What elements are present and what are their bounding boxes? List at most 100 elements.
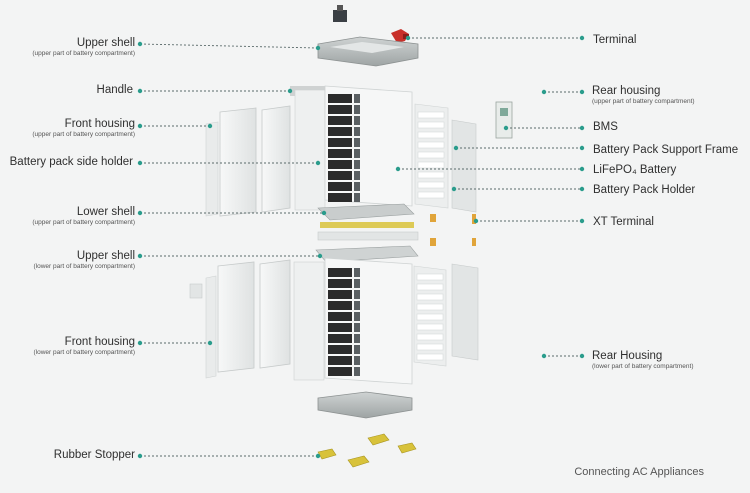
holder-slot — [417, 171, 445, 179]
battery-cell — [328, 312, 352, 321]
holder-slot — [416, 283, 444, 291]
battery-cell-tab — [354, 323, 360, 332]
battery-cell-tab — [354, 367, 360, 376]
label-front-housing-top: Front housing (upper part of battery com… — [32, 118, 135, 138]
leader-dot — [287, 88, 293, 94]
leader-dot — [395, 166, 401, 172]
battery-cell-tab — [354, 356, 360, 365]
battery-cell-tab — [354, 301, 360, 310]
battery-cell-tab — [354, 345, 360, 354]
holder-slot — [417, 181, 445, 189]
upper-shell-top-part — [317, 36, 419, 67]
label-lower-shell-top: Lower shell (upper part of battery compa… — [32, 206, 135, 226]
battery-cell-tab — [354, 312, 360, 321]
battery-cell — [328, 345, 352, 354]
battery-cell-tab — [354, 193, 360, 202]
battery-cell-tab — [354, 290, 360, 299]
battery-cell-tab — [354, 127, 360, 136]
battery-cell-tab — [354, 334, 360, 343]
leader-dot — [137, 88, 143, 94]
side-holder-lower — [293, 261, 325, 381]
label-upper-shell-top: Upper shell (upper part of battery compa… — [32, 37, 135, 57]
label-rubber-stopper: Rubber Stopper — [53, 449, 135, 461]
terminal-red — [391, 29, 409, 43]
holder-slot — [416, 323, 444, 331]
leader-dot — [137, 453, 143, 459]
label-handle: Handle — [96, 84, 133, 96]
label-rear-housing-bottom: Rear Housing (lower part of battery comp… — [592, 350, 694, 370]
leader-dot — [405, 35, 411, 41]
upper-shell-bottom-part — [315, 245, 419, 263]
lifepo4-battery-lower — [324, 257, 413, 385]
rear-housing-top-part — [451, 119, 477, 213]
leader-dot — [579, 145, 585, 151]
battery-cell — [328, 290, 352, 299]
holder-slot — [416, 313, 444, 321]
leader-dot — [579, 89, 585, 95]
rubber-stoppers — [317, 433, 417, 468]
battery-cell-tab — [354, 268, 360, 277]
rear-housing-bottom-part — [451, 263, 479, 361]
battery-cell-tab — [354, 105, 360, 114]
leader-dot — [541, 353, 547, 359]
battery-cell — [328, 94, 352, 103]
leader-dot — [137, 160, 143, 166]
holder-slot — [416, 273, 444, 281]
label-front-housing-bottom: Front housing (lower part of battery com… — [33, 336, 135, 356]
battery-cell — [328, 356, 352, 365]
label-side-holder: Battery pack side holder — [9, 156, 133, 168]
battery-cell — [328, 323, 352, 332]
leader-dot — [579, 353, 585, 359]
leader-dot — [137, 253, 143, 259]
xt-terminal-parts — [430, 214, 476, 246]
battery-cell — [328, 149, 352, 158]
side-holder-upper — [294, 89, 326, 211]
leader-dot — [137, 123, 143, 129]
battery-cell-tab — [354, 138, 360, 147]
leader-dot — [579, 35, 585, 41]
label-xt-terminal: XT Terminal — [593, 216, 654, 228]
battery-cell — [328, 116, 352, 125]
label-bms: BMS — [593, 121, 618, 133]
base-shell — [317, 391, 413, 419]
battery-cell-tab — [354, 171, 360, 180]
battery-cell — [328, 105, 352, 114]
front-housing-top-part — [205, 105, 291, 217]
lifepo4-battery-upper — [324, 85, 413, 207]
holder-slot — [417, 151, 445, 159]
holder-slot — [417, 161, 445, 169]
pack-holder-lower — [413, 265, 447, 367]
holder-slot — [416, 303, 444, 311]
leader-dot — [579, 166, 585, 172]
leader-dot — [473, 218, 479, 224]
leader-dot — [315, 45, 321, 51]
leader-dot — [451, 186, 457, 192]
label-rear-housing-top: Rear housing (upper part of battery comp… — [592, 85, 695, 105]
holder-slot — [416, 333, 444, 341]
battery-cell-tab — [354, 182, 360, 191]
leader-dot — [321, 210, 327, 216]
battery-cell — [328, 301, 352, 310]
label-pack-holder: Battery Pack Holder — [593, 184, 696, 196]
battery-cell — [328, 127, 352, 136]
leader-dot — [541, 89, 547, 95]
leader-dots — [137, 35, 585, 459]
battery-cells-upper — [328, 94, 360, 202]
leader-dot — [503, 125, 509, 131]
battery-cells-lower — [328, 268, 360, 376]
holder-slot — [417, 111, 445, 119]
leader-dot — [317, 253, 323, 259]
front-housing-bottom-part — [189, 259, 291, 379]
battery-cell-tab — [354, 94, 360, 103]
lower-shell-top-part — [317, 203, 419, 241]
battery-cell-tab — [354, 279, 360, 288]
leader-dot — [579, 186, 585, 192]
leader-line — [139, 43, 319, 49]
leader-dot — [137, 210, 143, 216]
battery-cell — [328, 279, 352, 288]
battery-cell — [328, 160, 352, 169]
label-terminal: Terminal — [593, 34, 637, 46]
terminal-top-dark — [333, 5, 347, 22]
